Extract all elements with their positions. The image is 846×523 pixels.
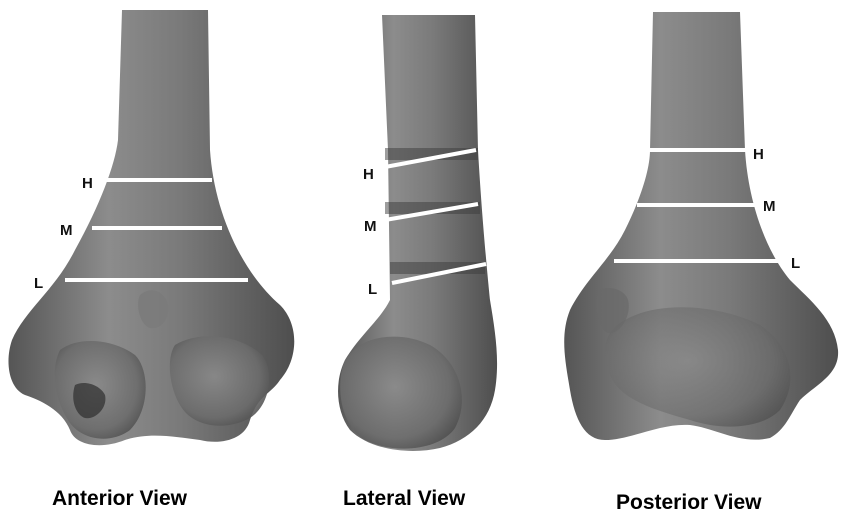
anterior-label-l: L: [34, 276, 43, 291]
posterior-label-h: H: [753, 147, 764, 162]
lateral-label-h: H: [363, 167, 374, 182]
posterior-label-m: M: [763, 199, 776, 214]
lateral-label-m: M: [364, 219, 377, 234]
lateral-bone: [338, 15, 497, 451]
anterior-caption: Anterior View: [52, 488, 187, 509]
posterior-bone: [564, 12, 838, 440]
anterior-label-m: M: [60, 223, 73, 238]
posterior-label-l: L: [791, 256, 800, 271]
lateral-label-l: L: [368, 282, 377, 297]
anterior-label-h: H: [82, 176, 93, 191]
lateral-caption: Lateral View: [343, 488, 465, 509]
anterior-bone: [8, 10, 294, 445]
posterior-caption: Posterior View: [616, 492, 762, 513]
